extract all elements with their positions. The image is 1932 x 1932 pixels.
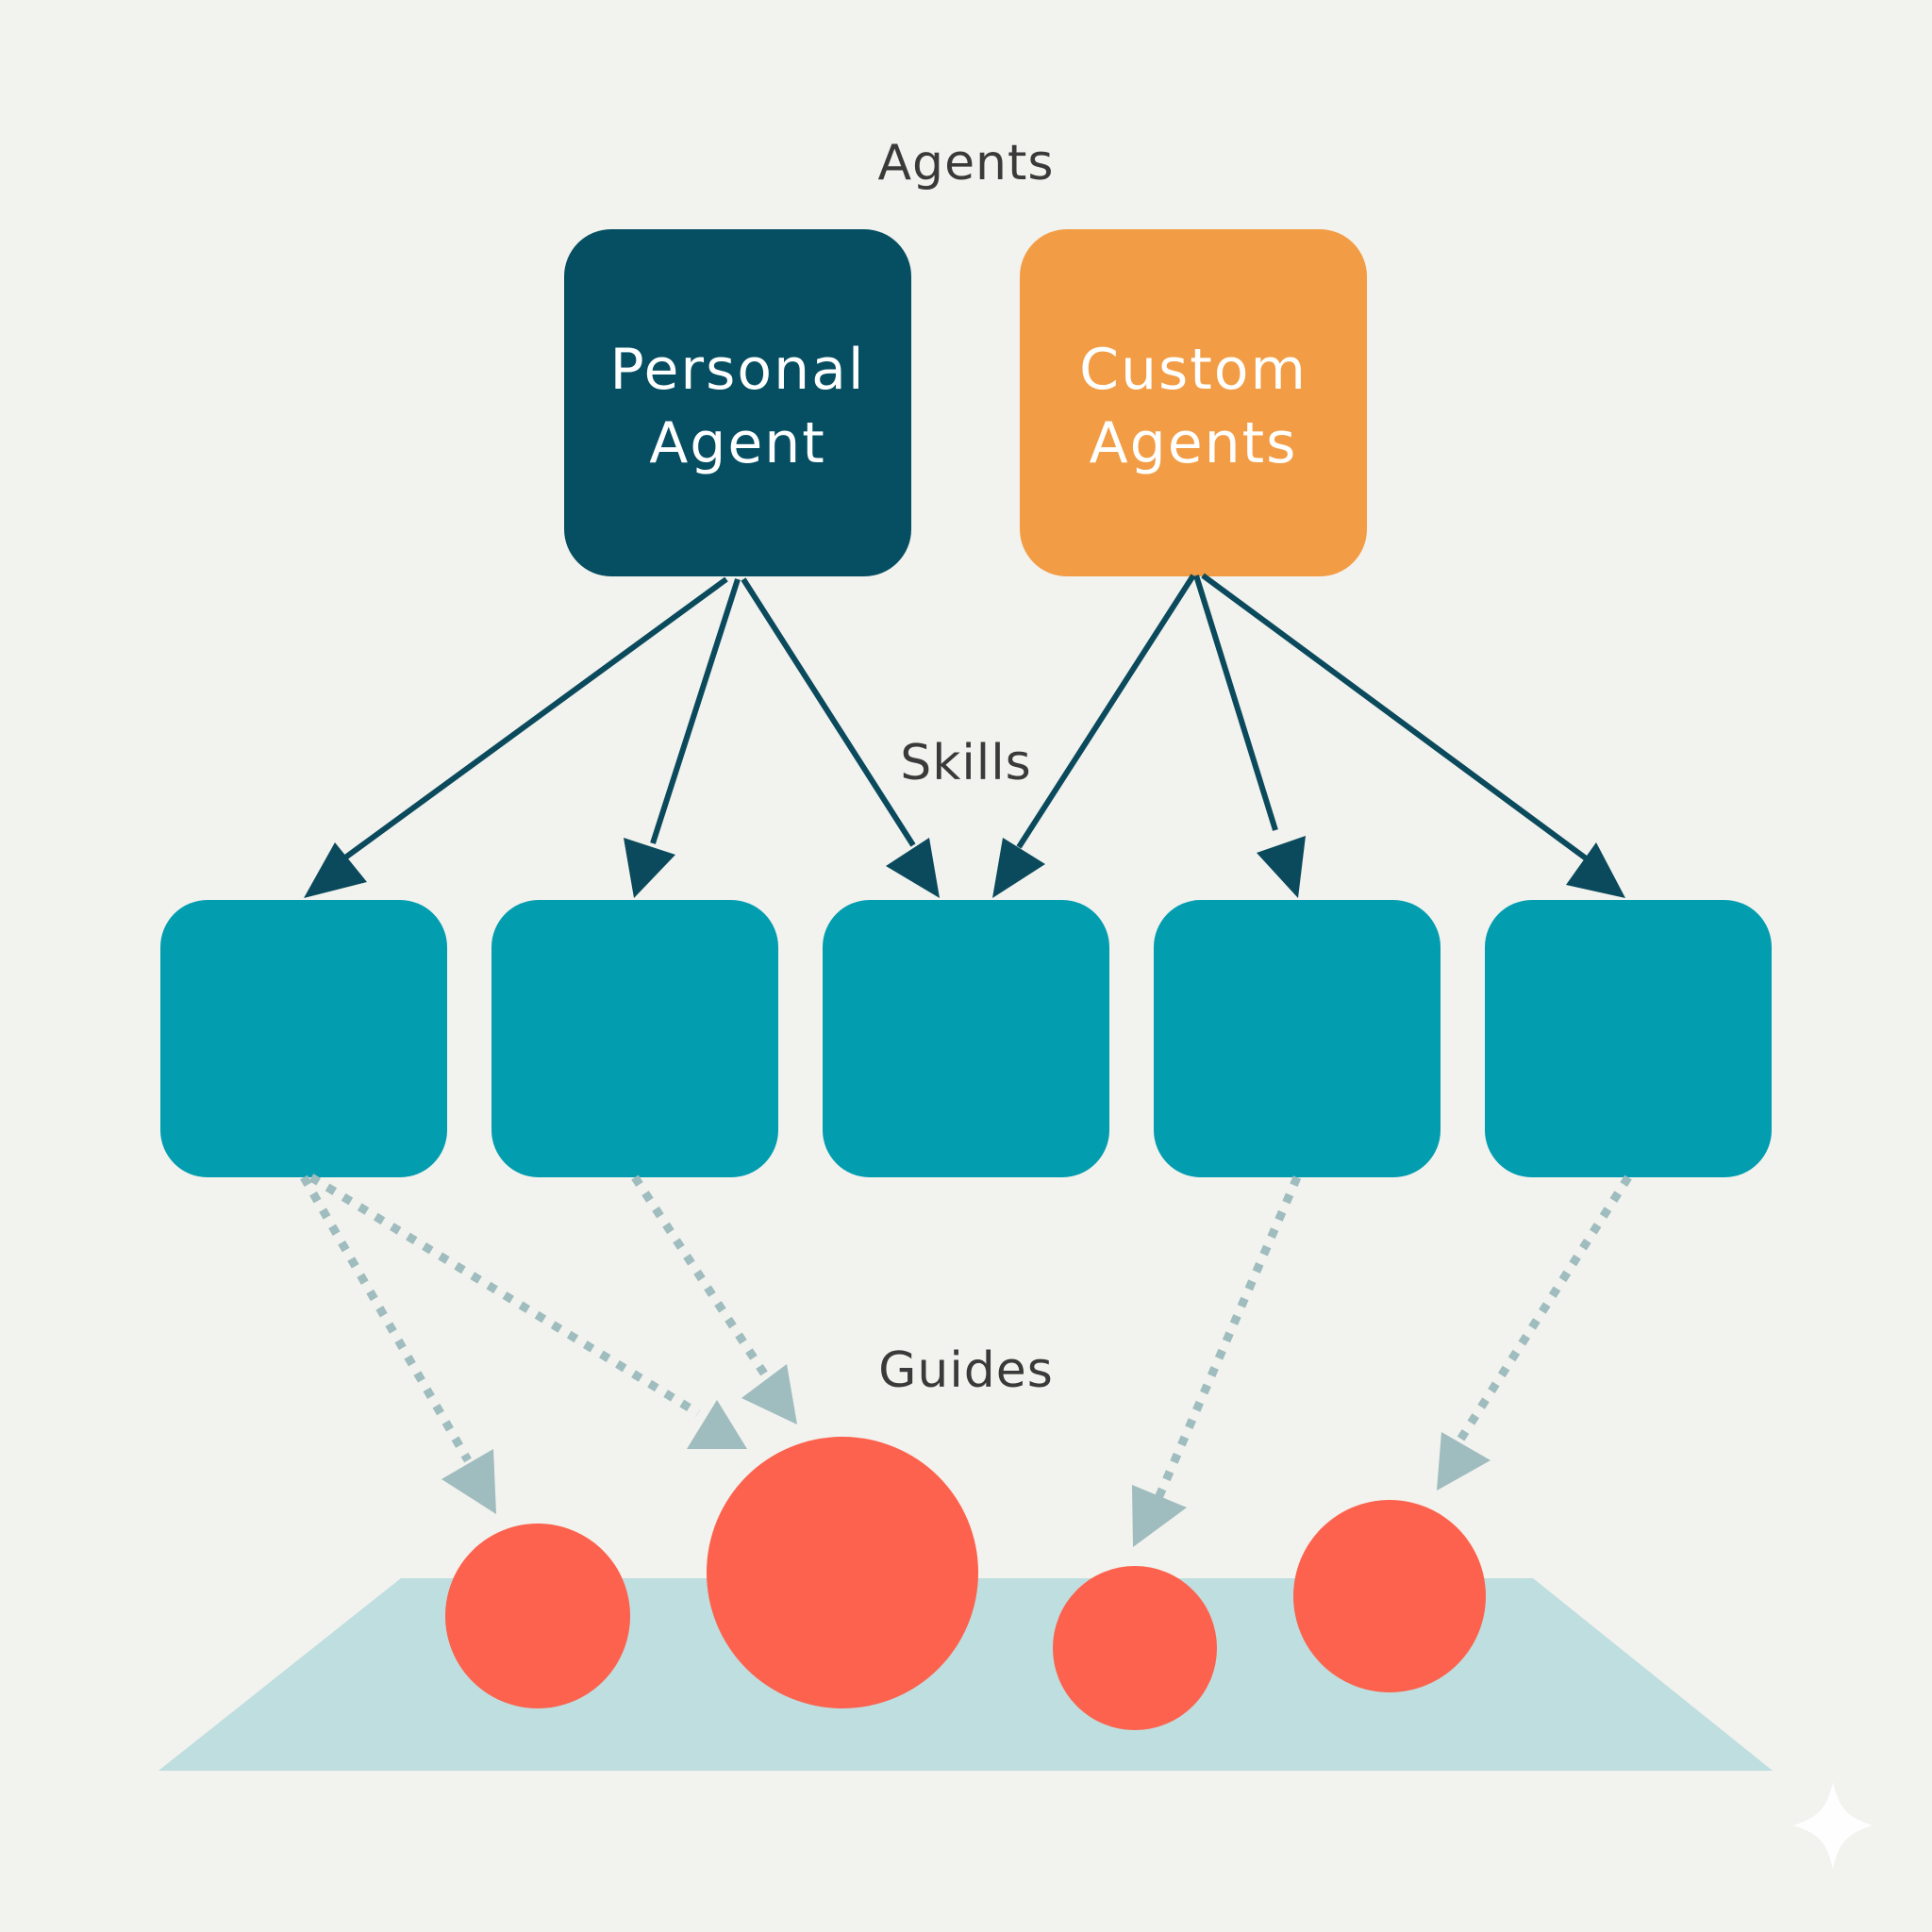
guide-circle-2 [707, 1437, 978, 1708]
arrowhead-skill-2 [624, 838, 675, 898]
arrowhead-skill-3-right [992, 838, 1045, 898]
arrowhead-skill-3-left [886, 838, 940, 898]
skill-box-3 [823, 900, 1109, 1177]
arrow-custom-to-skill-4 [1193, 575, 1278, 831]
arrow-custom-to-skill-5 [1201, 573, 1591, 863]
agent-box-custom [1020, 229, 1367, 576]
guide-circle-3 [1053, 1566, 1217, 1730]
dashed-arrowhead-guide4 [1437, 1432, 1491, 1491]
dashed-skill1-to-guide1 [300, 1174, 472, 1463]
dashed-skill1-to-guide2 [308, 1174, 701, 1417]
agents-label: Agents [877, 135, 1054, 192]
arrowhead-skill-5 [1566, 842, 1625, 898]
skill-box-4 [1154, 900, 1441, 1177]
arrow-personal-to-skill-2 [650, 578, 741, 844]
dashed-skill5-to-guide4 [1457, 1174, 1632, 1442]
personal-agent-arrows [340, 573, 1591, 863]
skills-label: Skills [900, 735, 1032, 791]
agent-custom-line2: Agents [1090, 410, 1298, 476]
dashed-arrowhead-guide2-right [741, 1364, 797, 1424]
arrow-personal-to-skill-1 [340, 576, 728, 863]
solid-arrowheads [304, 836, 1625, 898]
arrowhead-skill-1 [304, 842, 367, 898]
arrow-custom-to-skill-3 [1016, 574, 1196, 849]
agent-personal-line1: Personal [609, 337, 865, 403]
dashed-arrowhead-guide3 [1132, 1485, 1187, 1547]
dashed-skill4-to-guide3 [1154, 1175, 1302, 1500]
guide-circle-4 [1293, 1500, 1486, 1692]
skill-box-1 [160, 900, 447, 1177]
dashed-arrowhead-guide1 [441, 1449, 496, 1514]
guide-circle-1 [445, 1524, 630, 1708]
skill-box-5 [1485, 900, 1772, 1177]
agent-box-personal [564, 229, 911, 576]
sparkle-icon [1793, 1782, 1873, 1869]
dashed-arrowhead-guide2-left [687, 1400, 747, 1449]
guides-label: Guides [878, 1342, 1054, 1399]
arrow-personal-to-skill-3 [741, 577, 916, 847]
dashed-arrowheads [441, 1364, 1491, 1547]
dashed-skill2-to-guide2 [631, 1174, 768, 1376]
skill-box-2 [491, 900, 778, 1177]
agent-custom-line1: Custom [1079, 337, 1307, 403]
dashed-arrows [300, 1174, 1632, 1500]
arrowhead-skill-4 [1257, 836, 1306, 898]
agent-personal-line2: Agent [649, 410, 826, 476]
